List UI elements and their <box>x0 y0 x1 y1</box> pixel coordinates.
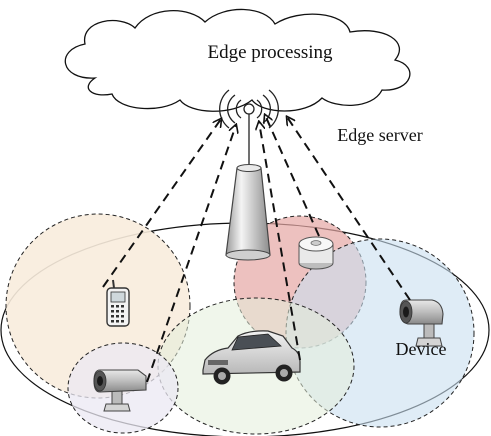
phone-icon <box>106 279 130 327</box>
arrow-detector-to-server <box>259 122 301 361</box>
cloud-icon <box>64 8 411 112</box>
cloud-label: Edge processing <box>207 42 333 63</box>
security-camera-icon <box>93 369 147 412</box>
connection-arrows <box>102 115 411 383</box>
security-camera-icon <box>399 299 444 347</box>
smoke-detector-icon <box>298 236 334 270</box>
arrow-camera-to-server <box>146 125 236 383</box>
antenna-tower-icon <box>219 89 279 261</box>
car-icon <box>202 330 301 385</box>
arrow-phone-to-server <box>102 119 221 288</box>
arrow-device-to-server <box>287 117 411 301</box>
arrow-smoke-to-server <box>265 115 320 237</box>
server-label: Edge server <box>337 125 422 145</box>
device-label: Device <box>396 339 447 359</box>
